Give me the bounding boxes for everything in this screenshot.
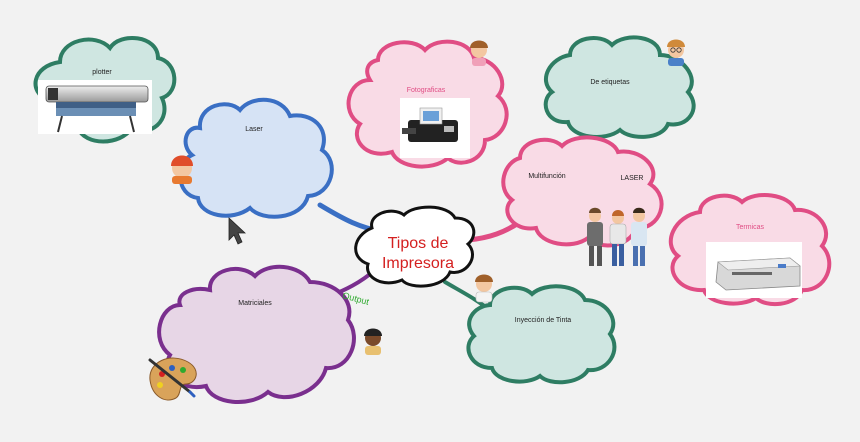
node-multifuncion-extra: LASER <box>621 175 644 182</box>
node-termicas-label: Termicas <box>736 224 765 231</box>
node-matriciales[interactable]: Matriciales <box>157 264 356 404</box>
node-fotograficas[interactable]: Fotograficas <box>346 39 509 169</box>
group-people-icon <box>587 207 647 266</box>
node-etiquetas[interactable]: De etiquetas <box>543 35 696 139</box>
central-title-line2: Impresora <box>382 255 454 272</box>
woman-glasses-avatar-icon <box>667 39 685 66</box>
node-plotter-label: plotter <box>92 69 112 76</box>
central-title-line1: Tipos de <box>388 235 449 252</box>
node-laser[interactable]: Laser <box>178 97 334 219</box>
girl-avatar-icon <box>470 40 488 66</box>
node-plotter[interactable]: plotter <box>33 36 177 144</box>
helmet-avatar-icon <box>171 155 193 184</box>
node-inyeccion[interactable]: Inyección de Tinta <box>466 284 617 385</box>
girl-white-avatar-icon <box>475 274 493 303</box>
mouse-cursor-icon <box>228 217 247 245</box>
node-termicas[interactable]: Termicas <box>668 193 832 307</box>
photo-printer-image <box>400 98 470 158</box>
node-laser-label: Laser <box>245 126 263 133</box>
connector-multifuncion <box>465 219 523 243</box>
node-etiquetas-label: De etiquetas <box>590 79 630 86</box>
plotter-image <box>38 80 152 134</box>
paint-palette-icon <box>148 357 197 401</box>
central-node[interactable]: Tipos de Impresora <box>354 205 476 288</box>
thermal-printer-image <box>706 242 802 298</box>
node-inyeccion-label: Inyección de Tinta <box>515 317 572 324</box>
node-matriciales-label: Matriciales <box>238 300 272 307</box>
node-multifuncion-label: Multifunción <box>528 173 565 180</box>
node-fotograficas-label: Fotograficas <box>407 87 446 94</box>
man-dark-avatar-icon <box>364 328 382 355</box>
